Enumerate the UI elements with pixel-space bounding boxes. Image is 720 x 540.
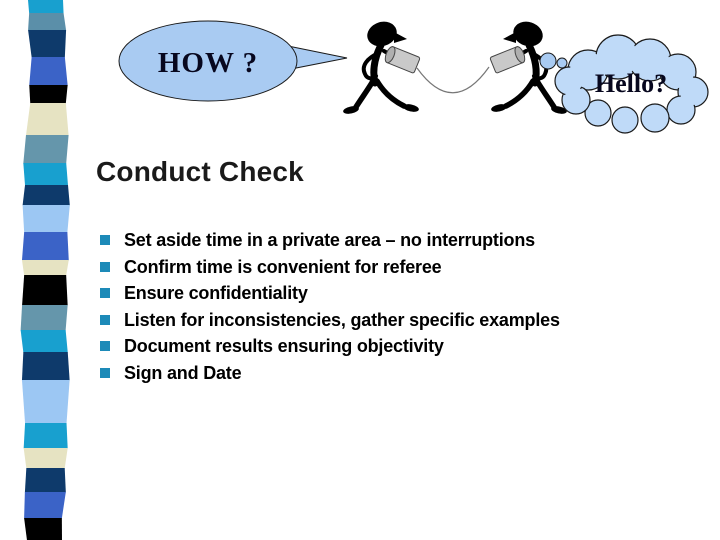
- ribbon-segment: [20, 305, 68, 331]
- ribbon-segment: [23, 163, 69, 186]
- square-bullet-icon: [100, 235, 110, 245]
- ribbon-segment: [24, 468, 66, 493]
- ribbon-segment: [28, 13, 67, 31]
- thought-bubbles: [539, 52, 568, 70]
- square-bullet-icon: [100, 261, 110, 272]
- ribbon-segment: [22, 275, 68, 306]
- bullet-item: Document results ensuring objectivity: [100, 336, 660, 363]
- ribbon-decoration: [20, 0, 70, 540]
- ribbon-segment: [21, 232, 69, 261]
- bullet-list: Set aside time in a private area – no in…: [100, 230, 660, 389]
- bullet-label: Document results ensuring objectivity: [124, 336, 444, 356]
- slide-title: Conduct Check: [96, 156, 304, 187]
- thought-cloud: Hello?: [554, 34, 709, 134]
- ribbon-segment: [24, 492, 66, 519]
- header-illustration: HOW ?: [118, 8, 709, 134]
- thought-cloud-label: Hello?: [595, 69, 667, 98]
- bullet-label: Ensure confidentiality: [124, 283, 308, 303]
- tin-can: [384, 46, 421, 74]
- ribbon-segment: [29, 57, 68, 86]
- ribbon-segment: [29, 85, 68, 104]
- bullet-label: Sign and Date: [124, 362, 242, 383]
- square-bullet-icon: [100, 288, 110, 298]
- ribbon-segment: [22, 185, 70, 206]
- bullet-item: Confirm time is convenient for referee: [100, 257, 660, 284]
- right-figure: [490, 18, 568, 115]
- speech-bubble-ellipse: [118, 20, 298, 102]
- tin-can-cord: [416, 66, 490, 94]
- square-bullet-icon: [100, 314, 110, 325]
- ribbon-segment: [28, 30, 67, 58]
- speech-bubble-label: HOW ?: [158, 47, 258, 79]
- bullet-label: Listen for inconsistencies, gather speci…: [124, 309, 560, 330]
- speech-bubble: HOW ?: [118, 20, 348, 102]
- bullet-item: Ensure confidentiality: [100, 283, 660, 310]
- ribbon-segment: [23, 135, 69, 164]
- ribbon-segment: [23, 448, 68, 469]
- bullet-item: Set aside time in a private area – no in…: [100, 230, 660, 257]
- ribbon-segment: [23, 423, 68, 449]
- bullet-item: Sign and Date: [100, 363, 660, 390]
- ribbon-segment: [21, 260, 69, 276]
- left-figure: [343, 21, 421, 114]
- square-bullet-icon: [100, 367, 110, 378]
- square-bullet-icon: [100, 341, 110, 351]
- ribbon-segment: [26, 103, 69, 136]
- ribbon-segment: [21, 352, 70, 381]
- bullet-label: Confirm time is convenient for referee: [124, 256, 442, 277]
- figure-face: [394, 32, 407, 43]
- ribbon-segment: [20, 330, 68, 353]
- ribbon-segment: [24, 518, 62, 540]
- ribbon-segment: [22, 205, 70, 233]
- bullet-label: Set aside time in a private area – no in…: [124, 230, 535, 250]
- bullet-item: Listen for inconsistencies, gather speci…: [100, 310, 660, 337]
- ribbon-segment: [21, 380, 70, 424]
- ribbon-segment: [28, 0, 64, 14]
